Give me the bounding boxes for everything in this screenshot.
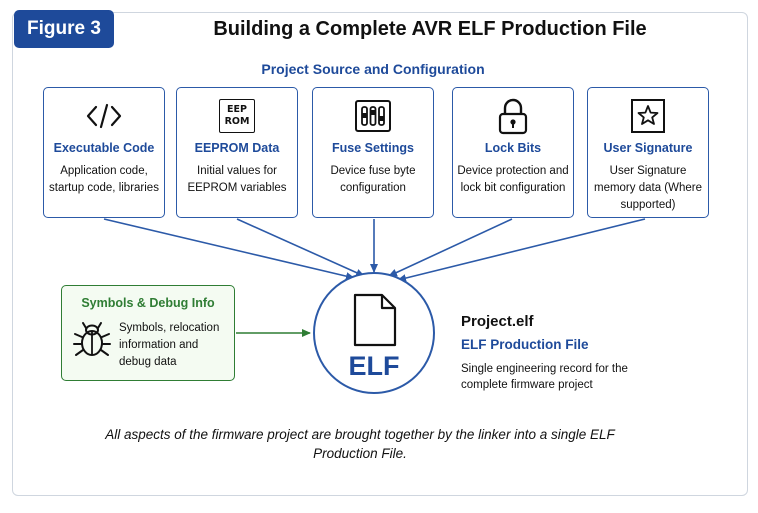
elf-file-name: Project.elf — [461, 313, 534, 330]
fuse-switches-icon — [313, 96, 433, 136]
source-desc: Device fuse byte configuration — [330, 165, 416, 194]
source-desc: Application code, startup code, librarie… — [49, 165, 159, 194]
source-executable-code: Executable Code Application code, startu… — [43, 87, 165, 218]
star-document-icon — [588, 96, 708, 136]
figure-badge: Figure 3 — [14, 10, 114, 48]
section-subtitle: Project Source and Configuration — [261, 61, 485, 77]
elf-file-type: ELF Production File — [461, 337, 589, 352]
source-desc: Device protection and lock bit configura… — [457, 165, 569, 194]
source-title: User Signature — [603, 141, 693, 155]
source-desc: User Signature memory data (Where suppor… — [593, 165, 702, 211]
source-title: Lock Bits — [484, 141, 542, 155]
symbols-debug-box: Symbols & Debug Info Symbols, relocation… — [61, 285, 235, 381]
arrow-executable-code — [103, 218, 355, 281]
source-title: EEPROM Data — [194, 141, 280, 155]
figure-title: Building a Complete AVR ELF Production F… — [213, 18, 647, 40]
source-user-signature: User Signature User Signature memory dat… — [587, 87, 709, 218]
source-desc: Initial values for EEPROM variables — [187, 165, 287, 194]
arrow-lock-bits — [388, 218, 513, 277]
code-brackets-icon — [44, 96, 164, 136]
figure-caption: All aspects of the firmware project are … — [105, 427, 615, 461]
source-fuse-settings: Fuse Settings Device fuse byte configura… — [312, 87, 434, 218]
document-icon — [352, 292, 398, 353]
bug-icon — [71, 318, 113, 360]
elf-description: Single engineering record for the comple… — [461, 363, 628, 391]
elf-label: ELF — [348, 351, 400, 381]
source-lock-bits: Lock Bits Device protection and lock bit… — [452, 87, 574, 218]
source-title: Fuse Settings — [332, 141, 414, 155]
arrow-user-signature — [397, 218, 646, 282]
symbols-desc: Symbols, relocation information and debu… — [119, 322, 220, 368]
symbols-title: Symbols & Debug Info — [81, 296, 215, 310]
elf-circle: ELF — [313, 272, 435, 394]
source-title: Executable Code — [53, 141, 155, 155]
padlock-icon — [453, 96, 573, 136]
source-eeprom-data: EEP ROM EEPROM Data Initial values for E… — [176, 87, 298, 218]
arrow-eeprom-data — [236, 218, 365, 277]
eeprom-chip-icon: EEP ROM — [219, 99, 255, 133]
